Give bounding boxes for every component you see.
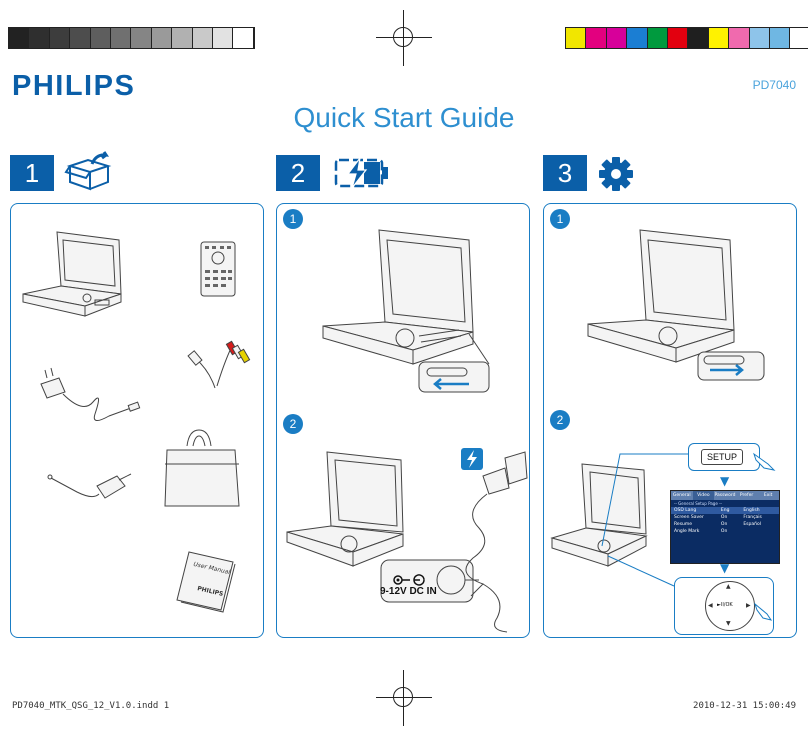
ok-key: ►II/OK: [717, 602, 733, 608]
brand-logo: PHILIPS: [12, 70, 136, 102]
color-swatch: [708, 28, 730, 48]
menu-tab-video: Video: [692, 491, 715, 500]
menu-row: OSD Lang Eng English: [671, 507, 779, 514]
user-manual-illustration: [176, 551, 236, 613]
menu-row-option: Español: [743, 522, 762, 527]
player-power-switch-illustration: [587, 229, 765, 381]
menu-row-option: English: [743, 508, 760, 513]
gray-swatch: [212, 28, 234, 48]
callout-lines: [601, 453, 698, 587]
menu-row-value: Eng: [720, 508, 730, 513]
menu-tabs: General Video Password Prefer Exit: [671, 491, 779, 500]
menu-row: Resume On Español: [671, 521, 779, 528]
gray-swatch: [90, 28, 111, 48]
footer-timestamp: 2010-12-31 15:00:49: [693, 701, 796, 711]
color-swatch: [688, 28, 709, 48]
player-small-illustration: [550, 463, 648, 567]
battery-charge-icon: [334, 156, 390, 192]
color-swatch: [566, 28, 587, 48]
gray-swatch: [70, 28, 91, 48]
remote-control-illustration: [200, 241, 236, 297]
pointing-hand-icon-setup: [753, 452, 776, 471]
step-2-number: 2: [276, 155, 320, 191]
registration-mark-bottom: [376, 670, 432, 726]
menu-row-value: On: [720, 529, 728, 534]
gear-icon: [598, 156, 634, 196]
menu-row-option: [743, 528, 776, 535]
gray-swatch: [233, 28, 254, 48]
gray-swatch: [29, 28, 50, 48]
nav-pad: ▲ ▼ ◀ ▶ ►II/OK: [705, 581, 755, 631]
arrow-down-icon-2: ▼: [720, 561, 730, 575]
color-swatch: [586, 28, 607, 48]
menu-row-label: OSD Lang: [674, 508, 697, 513]
menu-row-value: On: [720, 522, 728, 527]
step-3-number: 3: [543, 155, 587, 191]
ac-adaptor-illustration: [40, 367, 141, 421]
setup-key: SETUP: [701, 449, 743, 465]
menu-row-label: Angle Mark: [674, 529, 700, 534]
menu-tab-prefer: Prefer: [739, 493, 754, 498]
nav-down-icon: ▼: [726, 620, 731, 627]
portable-dvd-player-illustration: [22, 231, 122, 317]
menu-tab-exit: Exit: [763, 493, 773, 498]
menu-tab-password: Password: [714, 493, 736, 498]
color-bar: [565, 27, 808, 49]
panel-charge: 1 2 9-12V DC IN: [276, 203, 530, 638]
nav-left-icon: ◀: [708, 602, 713, 609]
menu-row: Screen Saver On Français: [671, 514, 779, 521]
menu-row-label: Screen Saver: [674, 515, 704, 520]
substep-1-badge-setup: 1: [550, 209, 570, 229]
color-swatch: [790, 28, 808, 48]
substep-1-badge: 1: [283, 209, 303, 229]
gray-swatch: [49, 28, 71, 48]
dc-input-label: 9-12V DC IN: [380, 586, 437, 597]
substep-2-badge: 2: [283, 414, 303, 434]
color-swatch: [667, 28, 689, 48]
dc-polarity-symbol: [380, 571, 450, 590]
menu-heading: -- General Setup Page --: [674, 501, 722, 506]
grayscale-bar: [8, 27, 255, 49]
gray-swatch: [131, 28, 152, 48]
color-swatch: [606, 28, 628, 48]
adaptor-connection-illustration: [286, 451, 528, 633]
color-swatch: [729, 28, 750, 48]
setup-menu-screen: General Video Password Prefer Exit -- Ge…: [670, 490, 780, 564]
color-swatch: [769, 28, 791, 48]
gray-swatch: [172, 28, 193, 48]
charge-icon: [461, 448, 483, 470]
substep-2-badge-setup: 2: [550, 410, 570, 430]
pointing-hand-icon: [753, 602, 773, 621]
panel-setup: 1 2 SETUP ▼ General Video Password Prefe…: [543, 203, 797, 638]
setup-key-callout: SETUP: [688, 443, 760, 471]
nav-right-icon: ▶: [746, 602, 751, 609]
menu-row-value: On: [720, 515, 728, 520]
gray-swatch: [192, 28, 213, 48]
menu-row-option: Français: [743, 515, 762, 520]
arrow-down-icon: ▼: [720, 474, 730, 488]
step-1-number: 1: [10, 155, 54, 191]
car-adaptor-illustration: [47, 473, 132, 499]
menu-row: Angle Mark On: [671, 528, 779, 535]
gray-swatch: [9, 28, 30, 48]
page-title: Quick Start Guide: [293, 102, 515, 133]
nav-up-icon: ▲: [726, 583, 731, 590]
color-swatch: [647, 28, 668, 48]
av-cable-illustration: [187, 340, 251, 389]
footer-filename: PD7040_MTK_QSG_12_V1.0.indd 1: [12, 701, 170, 711]
color-swatch: [627, 28, 648, 48]
model-number: PD7040: [752, 78, 796, 92]
gray-swatch: [151, 28, 173, 48]
gray-swatch: [110, 28, 132, 48]
carry-bag-illustration: [164, 429, 240, 507]
menu-row-label: Resume: [674, 522, 693, 527]
menu-tab-general: General: [672, 493, 691, 498]
registration-mark-top: [376, 10, 432, 66]
open-box-icon: [64, 151, 114, 196]
panel-box-contents: User Manual PHILIPS: [10, 203, 264, 638]
nav-pad-callout: ▲ ▼ ◀ ▶ ►II/OK: [674, 577, 774, 635]
color-swatch: [749, 28, 770, 48]
player-slide-switch-illustration: [322, 229, 490, 393]
